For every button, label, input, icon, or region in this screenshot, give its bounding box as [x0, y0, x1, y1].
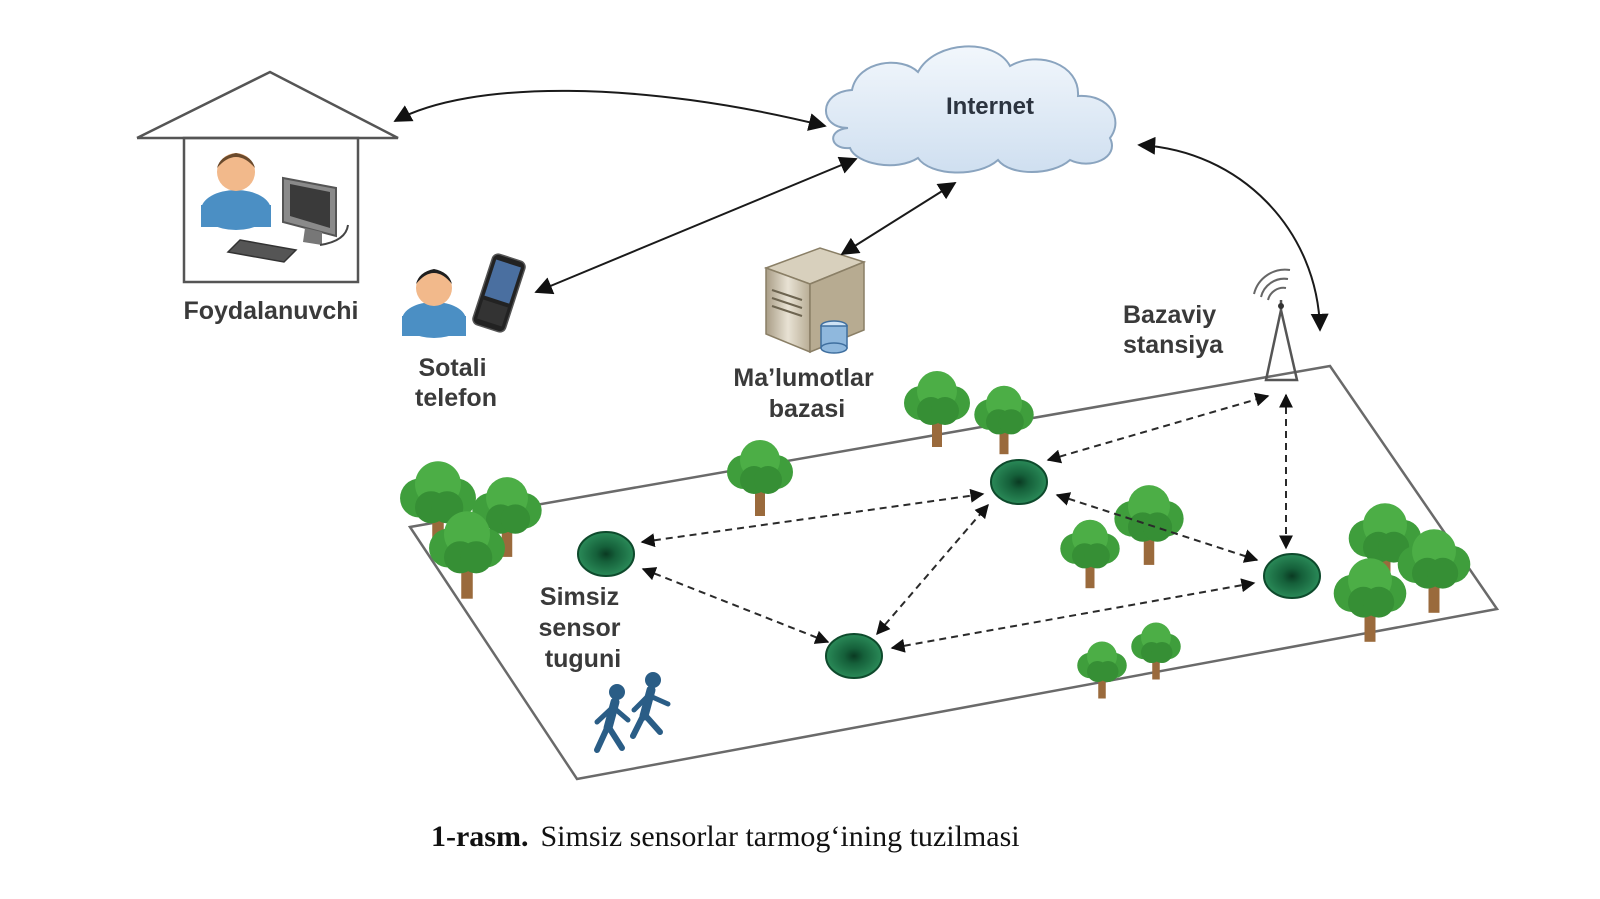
- field-area: [407, 364, 1500, 781]
- user-label: Foydalanuvchi: [183, 297, 358, 325]
- server-icon: [763, 247, 867, 354]
- figure-caption: 1-rasm. Simsiz sensorlar tarmog‘ining tu…: [431, 820, 1020, 853]
- connection-arrows: [393, 89, 1329, 332]
- arrow-database-internet: [840, 182, 957, 255]
- arrow-internet-basestation: [1137, 136, 1329, 332]
- phone-label: Sotali telefon: [415, 354, 497, 412]
- sensor-node-4: [1263, 553, 1321, 599]
- cloud-icon: [825, 45, 1117, 174]
- antenna-icon: [1253, 268, 1299, 382]
- sensor-links: [640, 392, 1293, 653]
- sensor-node-1: [577, 531, 635, 577]
- keyboard-icon: [226, 239, 298, 263]
- sensor-node-3: [825, 633, 883, 679]
- phone-user-icon: [402, 269, 466, 338]
- internet-label: Internet: [946, 93, 1034, 120]
- house-icon: [136, 70, 399, 284]
- phone-icon: [472, 253, 526, 333]
- base-station-label: Bazaviy stansiya: [1123, 301, 1224, 359]
- walking-people-icon: [594, 672, 671, 753]
- user-icon: [201, 153, 271, 230]
- arrow-user-internet: [393, 89, 827, 131]
- database-label: Ma’lumotlar bazasi: [733, 364, 880, 423]
- monitor-icon: [282, 176, 349, 246]
- sensor-node-label: Simsiz sensor tuguni: [539, 583, 628, 673]
- arrow-phone-internet: [534, 156, 858, 295]
- sensor-node-2: [990, 459, 1048, 505]
